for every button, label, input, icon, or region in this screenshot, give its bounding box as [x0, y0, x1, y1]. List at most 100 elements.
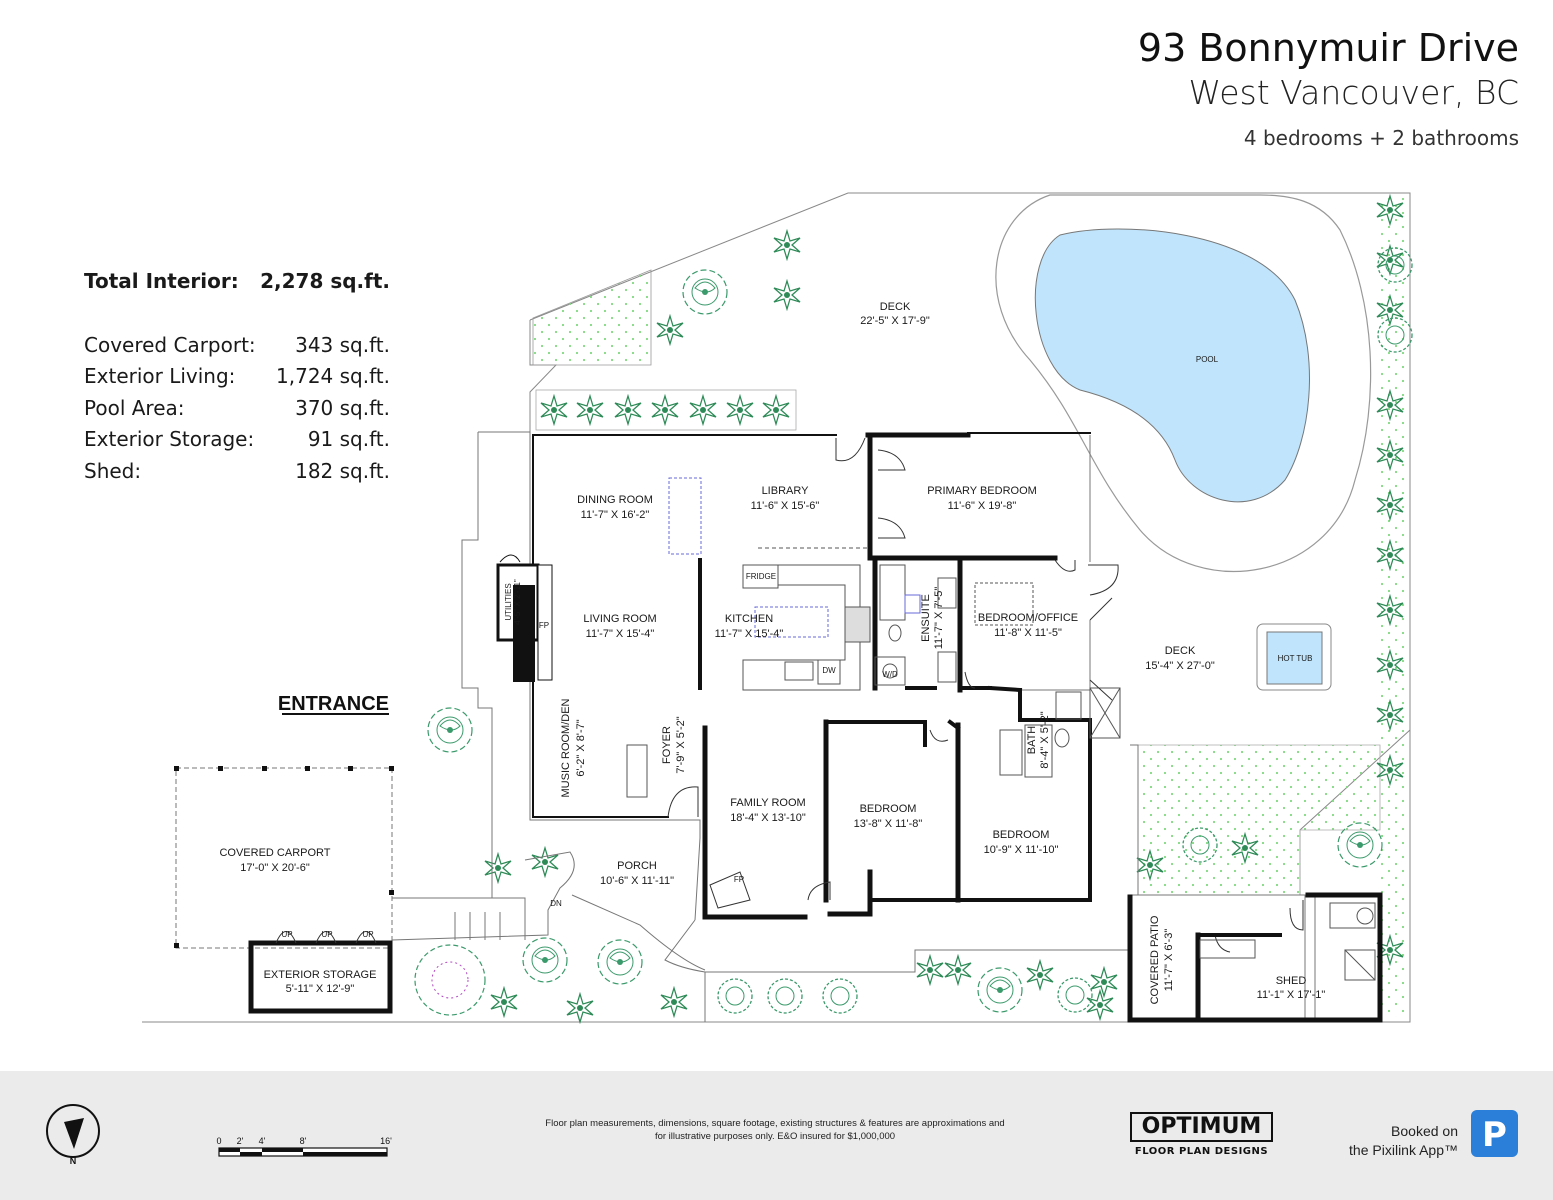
room-name: MUSIC ROOM/DEN	[560, 698, 572, 797]
room-name: FOYER	[661, 726, 673, 764]
room-dims: 11'-7" X 16'-2"	[581, 509, 650, 521]
pixilink-p-icon: P	[1482, 1115, 1507, 1155]
shed-walls	[1127, 892, 1383, 1023]
room-dims: 11'-1" X 17'-1"	[1257, 989, 1326, 1001]
house-walls	[532, 432, 1092, 920]
address-line-2: West Vancouver, BC	[1188, 73, 1519, 112]
exterior-storage-walls	[248, 931, 393, 1014]
room-dims: 10'-6" X 11'-11"	[600, 875, 674, 887]
room-name: SHED	[1276, 975, 1307, 987]
bed-bath-summary: 4 bedrooms + 2 bathrooms	[1243, 126, 1519, 150]
area-row: Pool Area: 370 sq.ft.	[84, 393, 390, 425]
area-label: Pool Area:	[84, 395, 185, 420]
room-dims: 8'-4" X 5'-2"	[1039, 711, 1051, 768]
room-name: DECK	[880, 301, 911, 313]
footer-bar	[0, 1071, 1553, 1200]
scale-bar: 0 2' 4' 8' 16'	[216, 1136, 392, 1157]
optimum-logo: OPTIMUM FLOOR PLAN DESIGNS	[1130, 1112, 1275, 1158]
fixture-label: W/D	[882, 670, 898, 679]
entrance-label: ENTRANCE	[278, 693, 389, 715]
room-name: UTILITIES	[504, 583, 513, 620]
pool	[1034, 228, 1310, 503]
room-dims: 11'-7" X 7'-5"	[933, 587, 945, 650]
room-name: LIVING ROOM	[583, 613, 656, 625]
area-value: 343 sq.ft.	[295, 332, 390, 357]
room-dims: 11'-7" X 6'-3"	[1163, 929, 1175, 992]
disclaimer-line: Floor plan measurements, dimensions, squ…	[545, 1118, 1005, 1129]
logo-main-text: OPTIMUM	[1130, 1112, 1273, 1142]
door-swings	[667, 437, 1304, 953]
room-dims: 4'-5" X 2'-11"	[513, 579, 522, 625]
area-summary-table: Total Interior: 2,278 sq.ft. Covered Car…	[84, 266, 390, 487]
room-name: PORCH	[617, 860, 657, 872]
fixture-label: FP	[734, 875, 744, 884]
area-row: Covered Carport:343 sq.ft.	[84, 330, 390, 362]
area-value: 91 sq.ft.	[307, 427, 390, 451]
room-name: EXTERIOR STORAGE	[264, 969, 377, 981]
fixture-label: DW	[822, 666, 836, 675]
fixture-label: UP	[362, 930, 373, 939]
area-value: 2,278 sq.ft.	[260, 269, 390, 293]
fixture-label: FRIDGE	[746, 572, 776, 581]
room-dims: 22'-5" X 17'-9"	[860, 315, 930, 327]
scale-tick: 16'	[380, 1136, 392, 1146]
room-dims: 17'-0" X 20'-6"	[240, 862, 310, 874]
total-interior-row: Total Interior: 2,278 sq.ft.	[84, 266, 390, 298]
room-dims: 10'-9" X 11'-10"	[984, 844, 1059, 856]
area-row: Exterior Living:1,724 sq.ft.	[84, 361, 390, 393]
room-dims: 11'-7" X 15'-4"	[586, 628, 655, 640]
area-label: Exterior Storage:	[84, 427, 255, 451]
booked-line: the Pixilink App™	[1349, 1142, 1458, 1158]
disclaimer-line: for illustrative purposes only. E&O insu…	[654, 1131, 896, 1142]
room-dims: 7'-9" X 5'-2"	[675, 716, 687, 773]
booked-line: Booked on	[1391, 1123, 1458, 1139]
landscaping	[414, 195, 1413, 1023]
outline-lines	[391, 431, 1316, 1022]
fixture-label: DN	[550, 899, 562, 908]
room-dims: 6'-2" X 8'-7"	[575, 719, 587, 776]
north-arrow-icon: N	[46, 1104, 100, 1166]
area-value: 370 sq.ft.	[295, 395, 390, 420]
kitchen-fixtures	[626, 477, 871, 798]
room-labels: DECK 22'-5" X 17'-9" POOL DINING ROOM 11…	[219, 301, 1325, 1004]
fixture-label: FP	[539, 621, 549, 630]
room-name: HOT TUB	[1278, 654, 1313, 663]
floor-plan: DECK 22'-5" X 17'-9" POOL DINING ROOM 11…	[142, 192, 1413, 1023]
address-line-1: 93 Bonnymuir Drive	[1137, 26, 1519, 70]
north-letter: N	[70, 1156, 77, 1166]
room-name: DINING ROOM	[577, 494, 653, 506]
disclaimer-text: Floor plan measurements, dimensions, squ…	[520, 1117, 1030, 1143]
room-dims: 13'-8" X 11'-8"	[854, 818, 923, 830]
pixilink-app-icon[interactable]: P	[1471, 1110, 1518, 1157]
room-dims: 18'-4" X 13'-10"	[730, 812, 806, 824]
area-label: Total Interior:	[84, 269, 239, 293]
room-name: ENSUITE	[920, 594, 932, 642]
fixture-label: UP	[321, 930, 332, 939]
room-dims: 5'-11" X 12'-9"	[286, 983, 355, 995]
room-dims: 11'-6" X 15'-6"	[751, 500, 820, 512]
room-name: DECK	[1165, 645, 1196, 657]
room-name: COVERED CARPORT	[219, 847, 330, 859]
scale-tick: 2'	[237, 1136, 244, 1146]
room-dims: 11'-6" X 19'-8"	[948, 500, 1017, 512]
room-dims: 11'-7" X 15'-4"	[715, 628, 784, 640]
room-name: KITCHEN	[725, 613, 773, 625]
area-row: Exterior Storage: 91 sq.ft.	[84, 424, 390, 456]
scale-tick: 4'	[259, 1136, 266, 1146]
room-dims: 11'-8" X 11'-5"	[994, 627, 1062, 639]
utilities-block	[496, 554, 553, 682]
logo-sub-text: FLOOR PLAN DESIGNS	[1134, 1146, 1269, 1157]
room-name: POOL	[1196, 355, 1219, 364]
room-name: BEDROOM	[993, 829, 1050, 841]
room-name: BEDROOM	[860, 803, 917, 815]
area-row: Shed:182 sq.ft.	[84, 456, 390, 488]
booked-on-text: Booked on the Pixilink App™	[1330, 1122, 1458, 1160]
area-label: Shed:	[84, 458, 142, 483]
pool-area	[995, 194, 1372, 572]
bath-fixtures	[874, 564, 1121, 778]
room-name: LIBRARY	[762, 485, 810, 497]
room-dims: 15'-4" X 27'-0"	[1145, 660, 1215, 672]
room-name: COVERED PATIO	[1149, 915, 1161, 1004]
scale-tick: 8'	[300, 1136, 307, 1146]
area-label: Exterior Living:	[84, 364, 236, 388]
